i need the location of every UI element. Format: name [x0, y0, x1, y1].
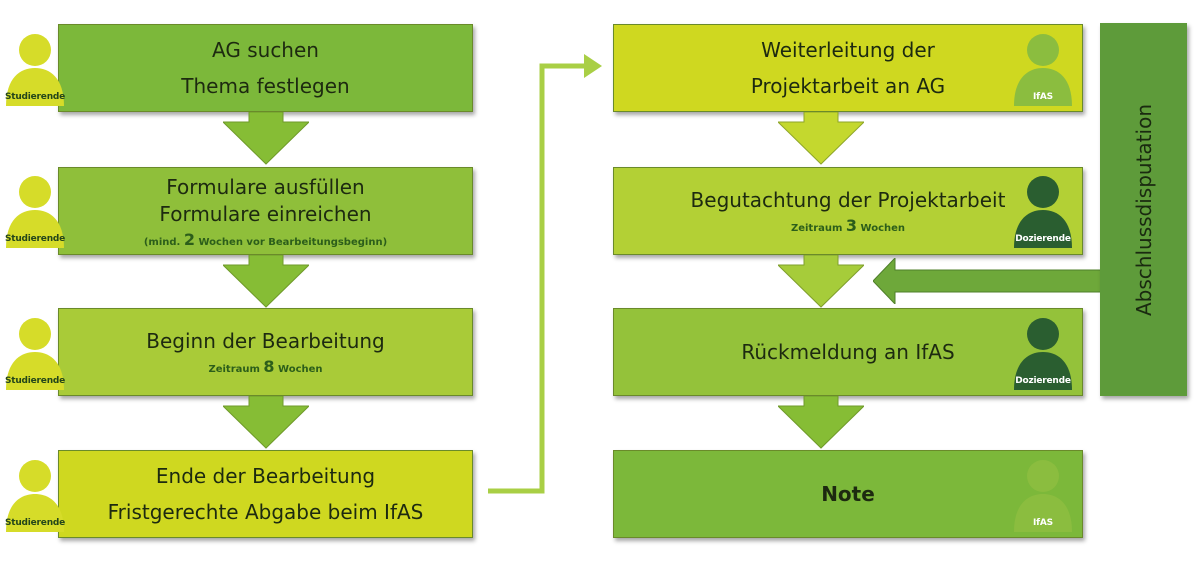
- step-note: Zeitraum 8 Wochen: [208, 357, 323, 376]
- role-label: Studierende: [4, 518, 66, 528]
- connector-arrow-icon: [488, 54, 602, 494]
- down-arrow-icon: [778, 255, 864, 308]
- role-label: Studierende: [4, 376, 66, 386]
- step-weiterleitung: Weiterleitung der Projektarbeit an AG: [613, 24, 1083, 112]
- step-rueckmeldung: Rückmeldung an IfAS: [613, 308, 1083, 396]
- step-text: Formulare einreichen: [159, 201, 372, 226]
- step-beginn-bearbeitung: Beginn der Bearbeitung Zeitraum 8 Wochen: [58, 308, 473, 396]
- person-studierende-icon: Studierende: [0, 30, 70, 106]
- step-note: Note: [613, 450, 1083, 538]
- person-studierende-icon: Studierende: [0, 456, 70, 532]
- step-text: Beginn der Bearbeitung: [146, 329, 385, 353]
- step-text: Projektarbeit an AG: [750, 74, 946, 98]
- role-label: IfAS: [1033, 92, 1053, 102]
- abschlussdisputation-bar: Abschlussdisputation: [1100, 23, 1187, 396]
- step-text: AG suchen: [212, 38, 319, 62]
- role-label: Dozierende: [1015, 376, 1071, 386]
- down-arrow-icon: [223, 396, 309, 449]
- down-arrow-icon: [223, 255, 309, 308]
- role-label: Dozierende: [1015, 234, 1071, 244]
- step-text: Rückmeldung an IfAS: [741, 339, 955, 364]
- step-text: Formulare ausfüllen: [166, 174, 365, 199]
- step-note: Zeitraum 3 Wochen: [790, 216, 906, 235]
- person-studierende-icon: Studierende: [0, 172, 70, 248]
- step-text: Note: [821, 481, 875, 506]
- step-text: Thema festlegen: [181, 74, 350, 98]
- left-arrow-icon: [873, 258, 1102, 304]
- role-label: Studierende: [4, 234, 66, 244]
- person-ifas-icon: IfAS: [1008, 30, 1078, 106]
- step-ende-bearbeitung: Ende der Bearbeitung Fristgerechte Abgab…: [58, 450, 473, 538]
- step-formulare: Formulare ausfüllen Formulare einreichen…: [58, 167, 473, 255]
- role-label: Studierende: [4, 92, 66, 102]
- step-text: Ende der Bearbeitung: [155, 464, 376, 488]
- person-dozierende-icon: Dozierende: [1008, 172, 1078, 248]
- step-text: Fristgerechte Abgabe beim IfAS: [107, 500, 424, 524]
- person-ifas-icon: IfAS: [1008, 456, 1078, 532]
- step-text: Weiterleitung der: [761, 38, 935, 62]
- step-note: (mind. 2 Wochen vor Bearbeitungsbeginn): [143, 229, 388, 249]
- down-arrow-icon: [223, 112, 309, 165]
- person-studierende-icon: Studierende: [0, 314, 70, 390]
- person-dozierende-icon: Dozierende: [1008, 314, 1078, 390]
- step-text: Begutachtung der Projektarbeit: [690, 188, 1006, 212]
- abschlussdisputation-label: Abschlussdisputation: [1131, 103, 1156, 316]
- role-label: IfAS: [1033, 518, 1053, 528]
- step-ag-suchen: AG suchen Thema festlegen: [58, 24, 473, 112]
- step-begutachtung: Begutachtung der Projektarbeit Zeitraum …: [613, 167, 1083, 255]
- down-arrow-icon: [778, 112, 864, 165]
- down-arrow-icon: [778, 396, 864, 449]
